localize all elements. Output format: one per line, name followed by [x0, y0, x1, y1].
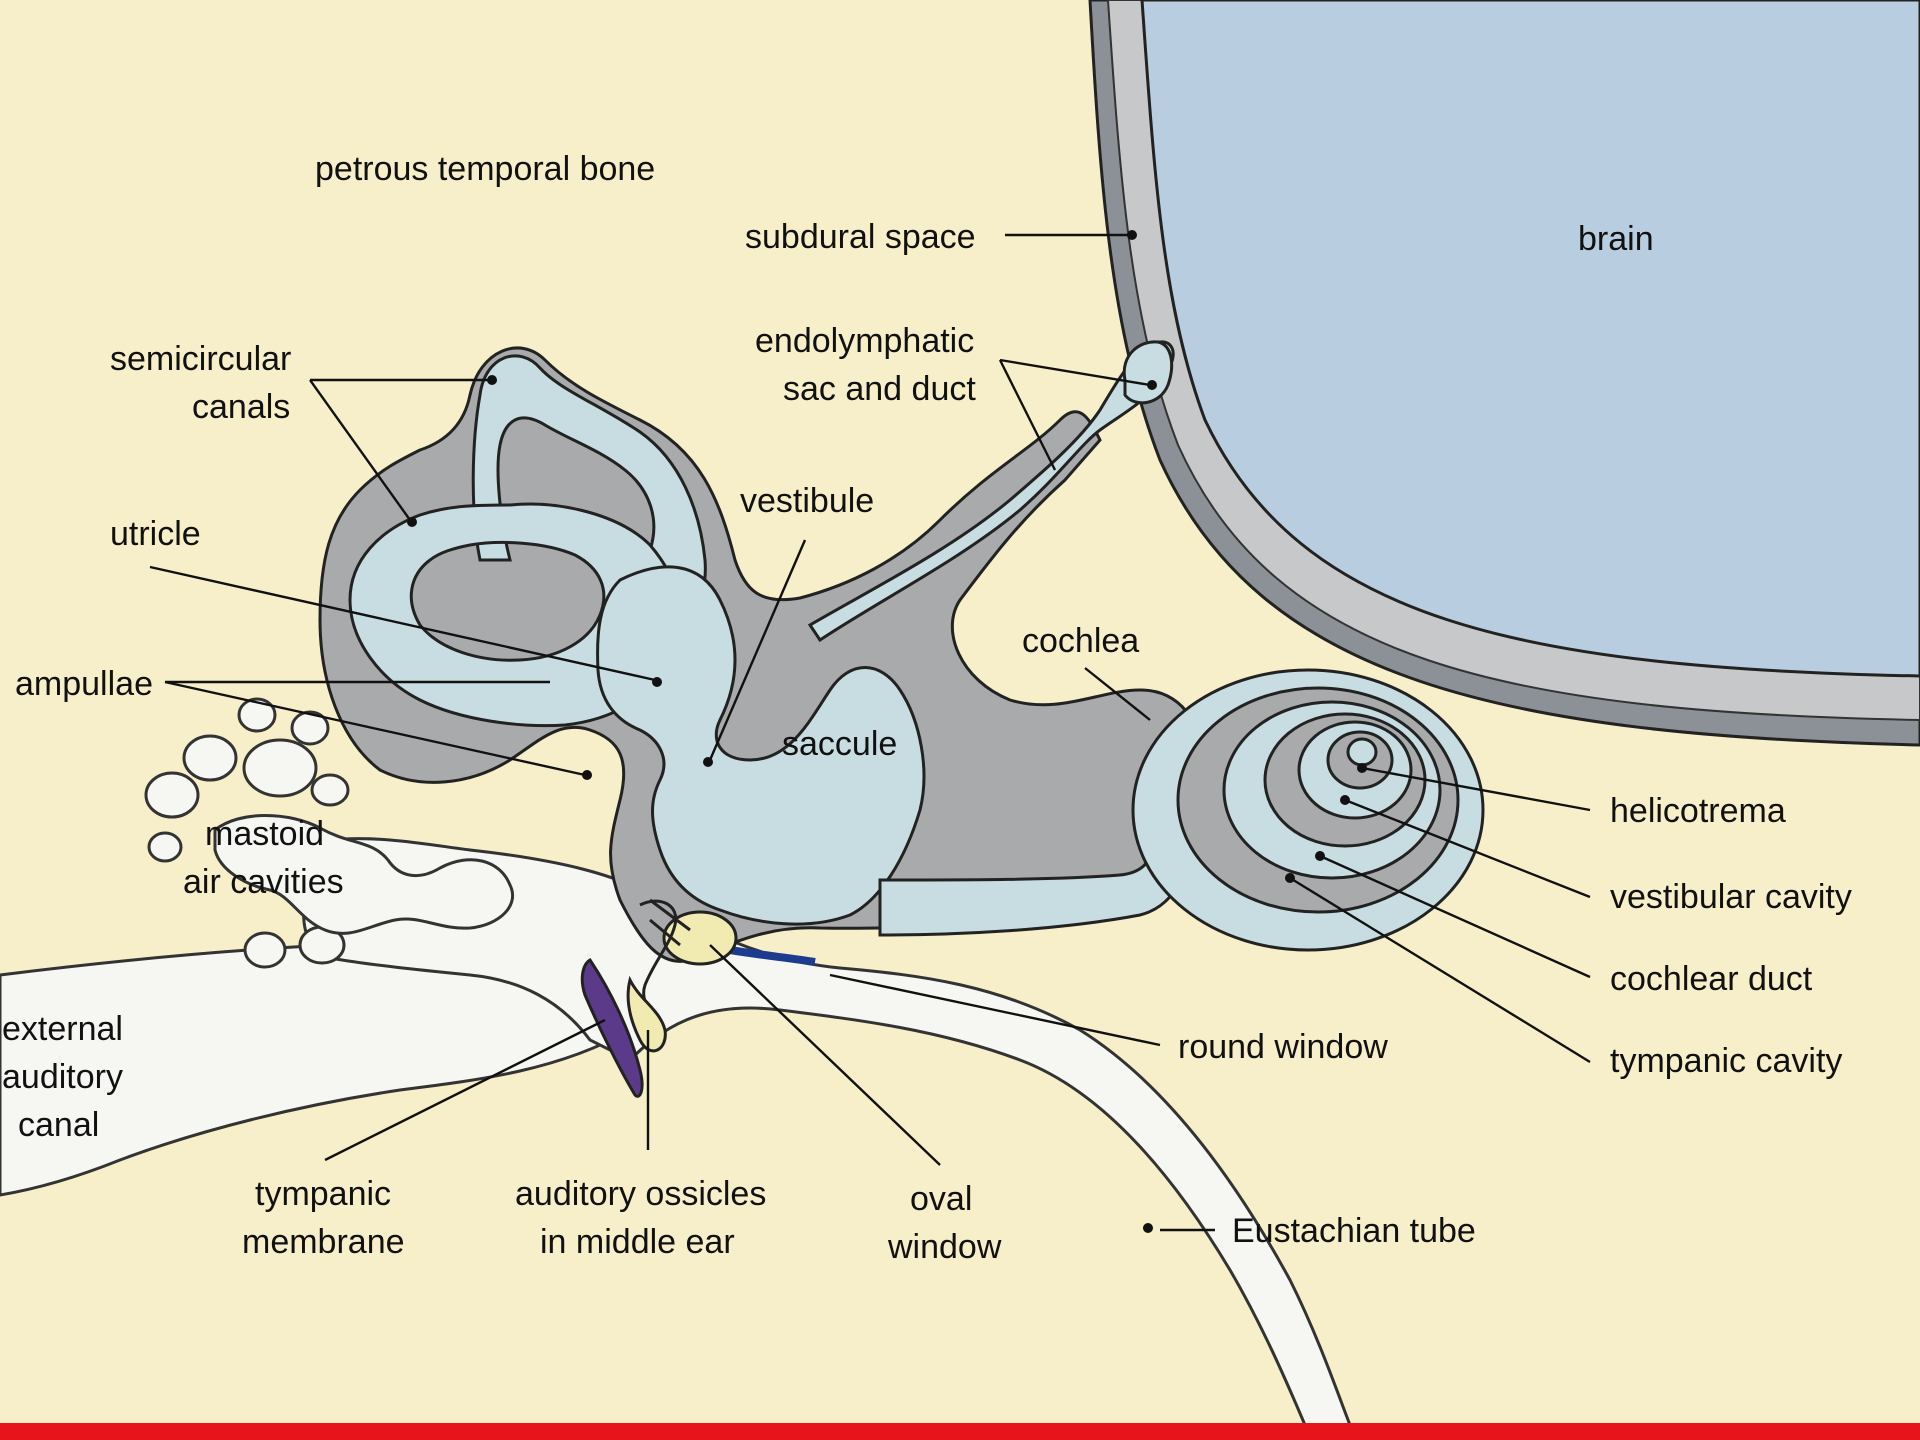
label-ossicles-line1: auditory ossicles: [515, 1175, 766, 1213]
endolymphatic-sac: [1124, 342, 1171, 403]
label-vestibule: vestibule: [740, 482, 874, 520]
label-helicotrema: helicotrema: [1610, 792, 1786, 830]
label-petrous-temporal-bone: petrous temporal bone: [315, 150, 655, 188]
label-round-window: round window: [1178, 1028, 1388, 1066]
label-cochlear-duct: cochlear duct: [1610, 960, 1813, 998]
label-subdural-space: subdural space: [745, 218, 976, 256]
cochlea-spiral: [1133, 670, 1483, 950]
label-endolymphatic-line2: sac and duct: [783, 370, 976, 408]
label-oval-window-line2: window: [887, 1228, 1002, 1266]
label-utricle: utricle: [110, 515, 201, 553]
label-external-line2: auditory: [2, 1058, 123, 1096]
label-cochlea: cochlea: [1022, 622, 1139, 660]
label-tympanic-membrane-line2: membrane: [242, 1223, 405, 1261]
bottom-red-bar: [0, 1423, 1920, 1440]
label-semicircular-canals-line2: canals: [192, 388, 290, 426]
label-ossicles-line2: in middle ear: [540, 1223, 735, 1261]
label-brain: brain: [1578, 220, 1654, 258]
label-mastoid-line1: mastoid: [205, 815, 324, 853]
label-vestibular-cavity: vestibular cavity: [1610, 878, 1852, 916]
label-semicircular-canals-line1: semicircular: [110, 340, 291, 378]
label-oval-window-line1: oval: [910, 1180, 972, 1218]
label-external-line3: canal: [18, 1106, 99, 1144]
label-ampullae: ampullae: [15, 665, 153, 703]
label-tympanic-membrane-line1: tympanic: [255, 1175, 391, 1213]
label-eustachian-tube: Eustachian tube: [1232, 1212, 1476, 1250]
label-external-line1: external: [2, 1010, 123, 1048]
label-mastoid-line2: air cavities: [183, 863, 344, 901]
label-endolymphatic-line1: endolymphatic: [755, 322, 974, 360]
label-saccule: saccule: [782, 725, 897, 763]
label-tympanic-cavity: tympanic cavity: [1610, 1042, 1842, 1080]
